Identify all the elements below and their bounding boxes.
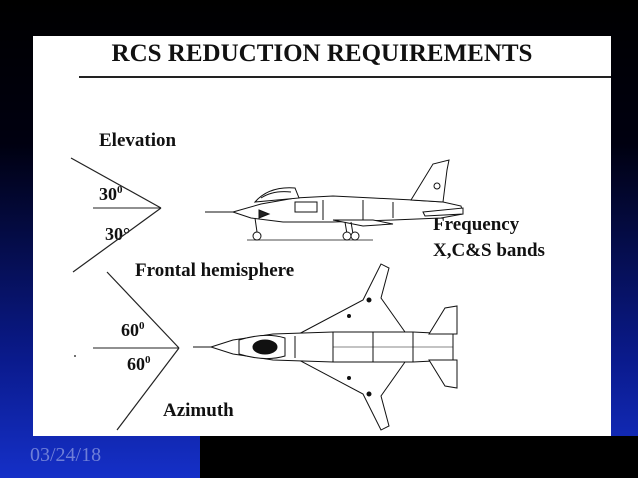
slide-title: RCS REDUCTION REQUIREMENTS [111, 40, 533, 67]
frequency-label: Frequency [433, 214, 520, 235]
azimuth-angle-bottom-value: 60 [127, 354, 145, 374]
aircraft-top-view [193, 263, 458, 431]
azimuth-label: Azimuth [163, 400, 234, 421]
frontal-hemisphere-label: Frontal hemisphere [135, 260, 295, 281]
stray-dot [74, 355, 76, 357]
frequency-bands-label: X,C&S bands [433, 240, 545, 261]
elevation-angle-top-degree: 0 [117, 184, 123, 196]
elevation-angle-top-value: 30 [99, 184, 117, 204]
azimuth-angle-top: 600 [121, 320, 145, 341]
title-underline [79, 76, 611, 78]
azimuth-angle-bottom-degree: 0 [145, 354, 151, 366]
elevation-wedge [70, 157, 162, 273]
slide-panel: RCS REDUCTION REQUIREMENTS Elevation 300… [33, 36, 611, 436]
azimuth-angle-bottom: 600 [127, 354, 151, 375]
azimuth-angle-top-degree: 0 [139, 320, 145, 332]
aircraft-side-view [205, 159, 464, 241]
elevation-angle-bottom: 30° [105, 224, 131, 244]
slide-date: 03/24/18 [30, 444, 102, 466]
azimuth-wedge [93, 271, 180, 431]
azimuth-angle-top-value: 60 [121, 320, 139, 340]
footer-strip [200, 436, 638, 478]
elevation-label: Elevation [99, 130, 177, 151]
rcs-diagram-graphics [70, 157, 464, 431]
elevation-angle-top: 300 [99, 184, 123, 205]
